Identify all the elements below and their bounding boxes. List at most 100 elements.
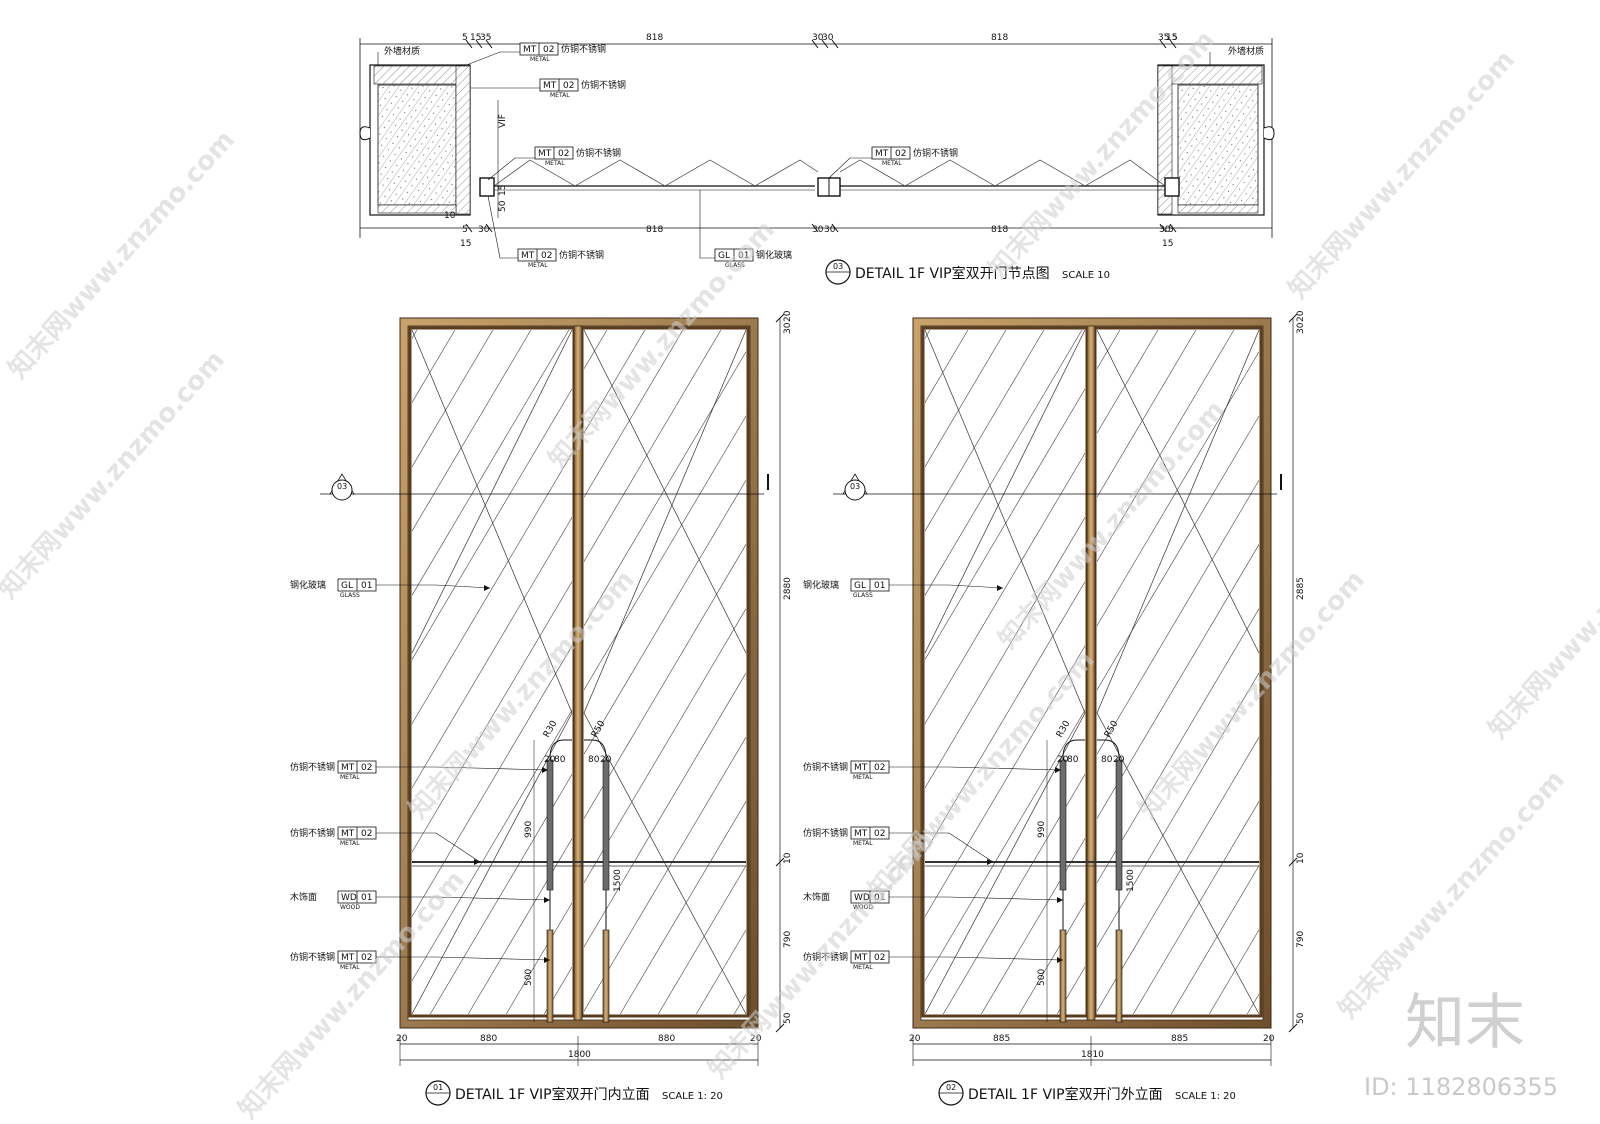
- tag-note: 仿铜不锈钢: [576, 147, 621, 159]
- side-dim-50: 50: [498, 200, 508, 212]
- callout-note: 木饰面: [803, 891, 830, 903]
- hatch-line: [412, 330, 691, 1014]
- swing-line-right-2: [583, 329, 747, 654]
- callout-num: 02: [361, 953, 372, 963]
- elevation-title: DETAIL 1F VIP室双开门外立面: [968, 1086, 1163, 1103]
- bottom-dim: 885: [993, 1034, 1010, 1044]
- handle-dim: 80: [588, 755, 600, 765]
- section-bottom-dim: 5: [1168, 225, 1174, 235]
- section-top-dim: 30: [822, 33, 834, 43]
- callout-note: 木饰面: [290, 891, 317, 903]
- section-top-dim: 15: [470, 33, 481, 43]
- hatch-line: [1124, 330, 1259, 1014]
- handle-dim: 80: [1067, 755, 1079, 765]
- handle-left-outline: [1062, 739, 1085, 1022]
- section-top-dim: 15: [1166, 33, 1177, 43]
- tag-note: 仿铜不锈钢: [559, 249, 604, 261]
- handle-dim: 20: [1113, 755, 1125, 765]
- tag-sub: METAL: [550, 92, 570, 99]
- callout-note: 仿铜不锈钢: [803, 951, 848, 963]
- handle-dim: 20: [544, 755, 556, 765]
- right-wall-note: 外墙材质: [1228, 45, 1264, 57]
- section-top-dim: 30: [812, 33, 824, 43]
- site-watermark: 知末网www.znzmo.com: [1483, 485, 1600, 745]
- tag-code: MT: [538, 149, 552, 159]
- swing-line-right: [583, 329, 747, 1015]
- callout-sub: METAL: [340, 840, 360, 847]
- hatch-line: [412, 330, 746, 1014]
- right-dim: 10: [1296, 852, 1306, 864]
- right-dim: 2885: [1296, 577, 1306, 600]
- hatch-line: [412, 330, 615, 1014]
- bottom-dim: 880: [480, 1034, 497, 1044]
- hatch-line: [649, 330, 746, 1014]
- site-watermark: 知末网www.znzmo.com: [1283, 45, 1521, 305]
- hatch-line: [0, 318, 158, 1028]
- callout-arrow: [1055, 767, 1061, 773]
- section-small-dim: 10: [444, 211, 456, 221]
- swing-line-left: [411, 329, 573, 1015]
- section-small-dim: 15: [460, 239, 471, 249]
- callout-arrow: [987, 859, 993, 865]
- handle-dim: 1500: [613, 869, 623, 892]
- callout-leader: [889, 832, 994, 863]
- dim-tick: [775, 1023, 785, 1033]
- tag-code: MT: [543, 81, 557, 91]
- hatch-line: [497, 330, 746, 1014]
- handle-left-base: [1059, 929, 1067, 1023]
- section-mark-number: 03: [850, 482, 860, 491]
- callout-sub: WOOD: [340, 904, 360, 911]
- section-top-dim: 35: [480, 33, 491, 43]
- handle-right-grip: [1115, 759, 1123, 891]
- elevation-title: DETAIL 1F VIP室双开门内立面: [455, 1086, 650, 1103]
- callout-leader: [376, 896, 551, 901]
- right-dim: 50: [783, 1012, 793, 1024]
- section-bottom-dim: 30: [1159, 225, 1171, 235]
- tag-note: 仿铜不锈钢: [913, 147, 958, 159]
- handle-right-outline: [1097, 739, 1120, 1022]
- glass-hatch: [925, 330, 1259, 1014]
- callout-sub: METAL: [853, 840, 873, 847]
- hatch-line: [925, 330, 1090, 1014]
- section-top-dim: 5: [1172, 33, 1178, 43]
- callout-code: WD: [854, 893, 870, 903]
- callout-code: MT: [341, 953, 355, 963]
- right-dim: 20: [783, 310, 793, 322]
- callout-num: 02: [874, 953, 885, 963]
- center-mullion: [573, 325, 583, 1021]
- hatch-line: [412, 330, 501, 1014]
- right-dim: 50: [1296, 1012, 1306, 1024]
- section-scale: SCALE 10: [1062, 270, 1110, 281]
- callout-leader: [889, 956, 1064, 961]
- bottom-dim: 20: [1263, 1034, 1275, 1044]
- total-dim: 1800: [568, 1050, 591, 1060]
- callout-num: 01: [874, 581, 885, 591]
- tag-num: 02: [563, 81, 574, 91]
- tag-note: 钢化玻璃: [756, 249, 792, 261]
- handle-dim: 990: [524, 821, 534, 838]
- callout-num: 01: [361, 581, 372, 591]
- swing-line-left-2: [924, 329, 1086, 654]
- tag-num: 02: [541, 251, 552, 261]
- right-dim: 10: [783, 852, 793, 864]
- section-top-dim: 35: [1158, 33, 1169, 43]
- section-top-dim: 5: [462, 33, 468, 43]
- tag-sub: GLASS: [725, 262, 745, 269]
- right-dim: 30: [1296, 322, 1306, 334]
- tag-code: MT: [875, 149, 889, 159]
- callout-leader: [376, 832, 481, 863]
- hatch-line: [0, 318, 234, 1028]
- hatch-line: [1162, 330, 1259, 1014]
- hatch-line: [412, 330, 425, 1014]
- section-mark-circle: [331, 479, 353, 501]
- callout-note: 钢化玻璃: [803, 579, 839, 591]
- callout-num: 02: [361, 829, 372, 839]
- handle-left-base: [546, 929, 554, 1023]
- callout-arrow: [484, 585, 490, 591]
- hatch-line: [925, 330, 1259, 1014]
- handle-dim: 20: [1057, 755, 1069, 765]
- handle-left-grip: [1059, 759, 1067, 891]
- tag-sub: METAL: [882, 160, 902, 167]
